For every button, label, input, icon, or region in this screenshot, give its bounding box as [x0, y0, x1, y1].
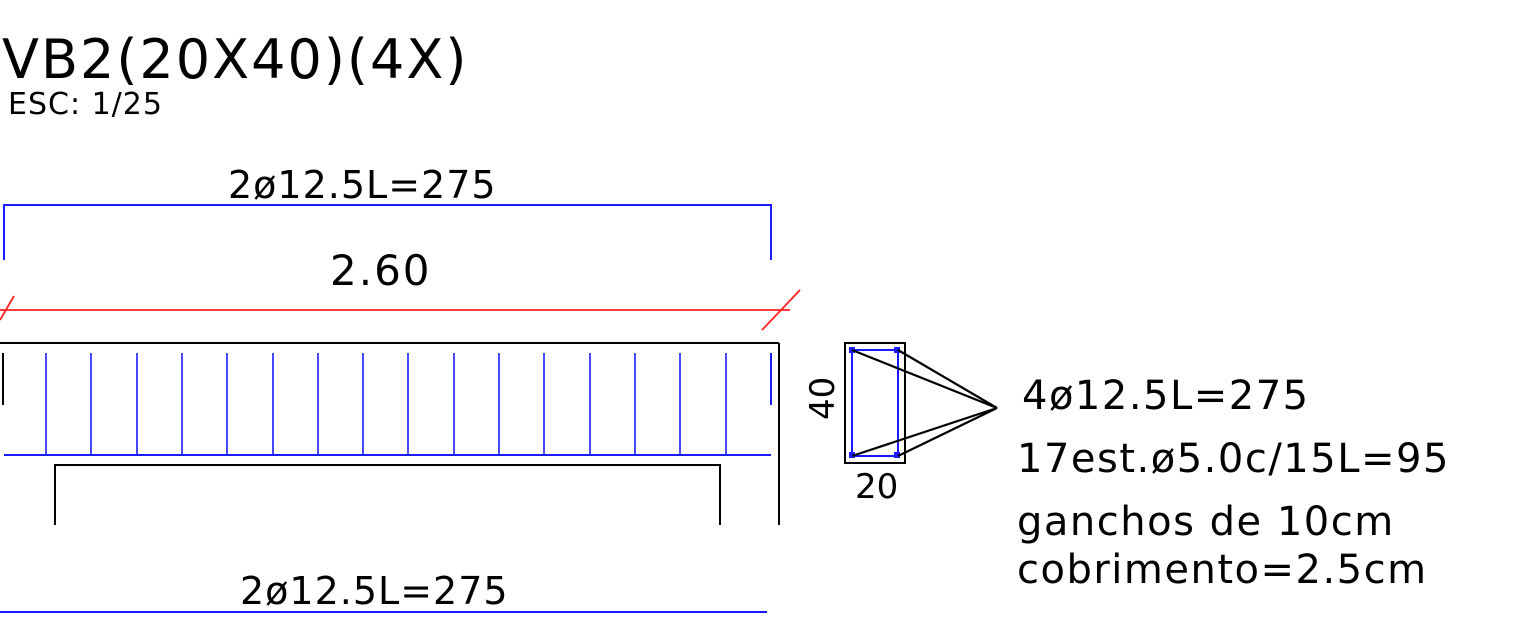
- section-height-label: 40: [803, 377, 843, 420]
- leader-lines: [851, 348, 998, 458]
- beam-elevation: [0, 342, 780, 525]
- span-dimension-line: [0, 289, 801, 331]
- top-bar-label: 2ø12.5L=275: [228, 163, 497, 207]
- stirrups-group: [45, 353, 727, 455]
- rebar-dot: [894, 452, 900, 458]
- span-dimension-label: 2.60: [330, 246, 432, 295]
- scale-label: ESC: 1/25: [8, 87, 163, 122]
- note-stirrups: 17est.ø5.0c/15L=95: [1017, 436, 1450, 482]
- rebar-dot: [894, 347, 900, 353]
- beam-cross-section: [844, 342, 906, 464]
- note-longitudinal-bars: 4ø12.5L=275: [1022, 373, 1310, 419]
- section-width-label: 20: [855, 467, 898, 507]
- bottom-bar-label: 2ø12.5L=275: [240, 569, 509, 613]
- drawing-title: VB2(20X40)(4X): [2, 28, 468, 91]
- top-rebar-shape: [3, 204, 772, 260]
- note-cover: cobrimento=2.5cm: [1017, 547, 1428, 593]
- note-hooks: ganchos de 10cm: [1017, 499, 1395, 545]
